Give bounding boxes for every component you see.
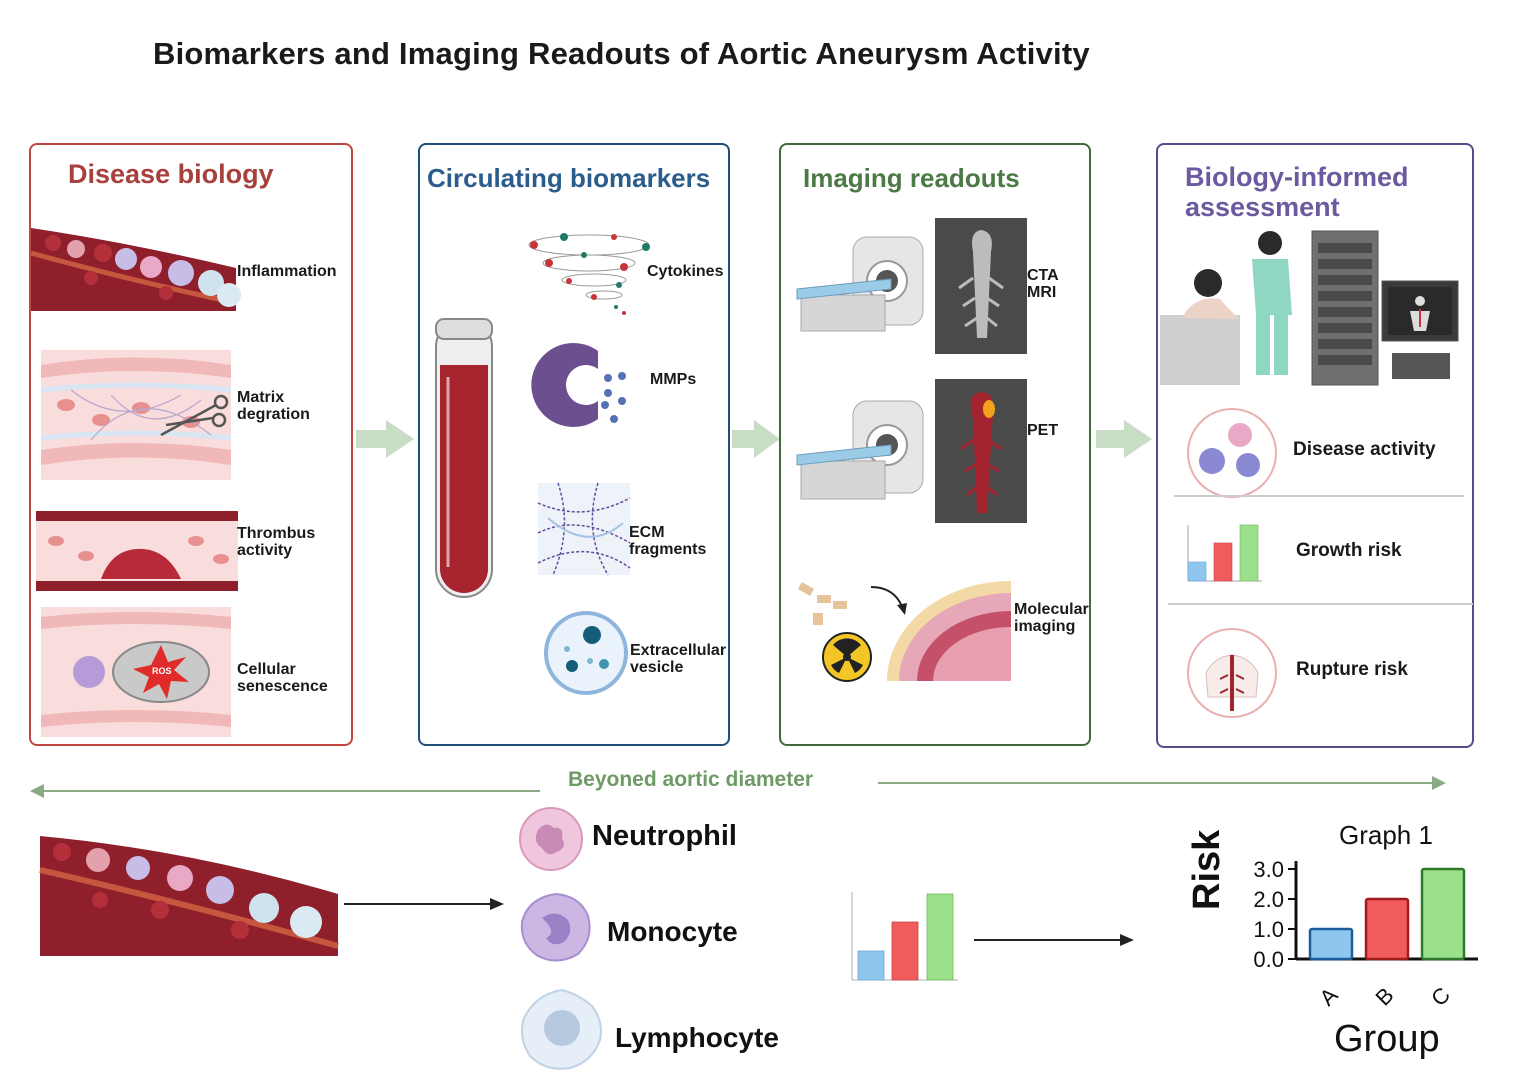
senescence-label-2: senescence: [237, 678, 328, 695]
chart-bar-b: [1364, 897, 1410, 961]
senescence-illustration: [41, 607, 231, 737]
chart-ylabel: Risk: [1186, 829, 1228, 910]
matrix-label-2: degration: [237, 406, 310, 423]
thrombus-label-2: activity: [237, 542, 293, 559]
circulating-biomarkers-panel: Circulating biomarkers Cytokines MMPs EC…: [418, 143, 730, 746]
mmps-icon: [531, 343, 626, 427]
page-title: Biomarkers and Imaging Readouts of Aorti…: [153, 36, 1090, 71]
molecular-label-1: Molecular: [1014, 601, 1089, 618]
chart-y-tick-label: 3.0: [1253, 857, 1284, 882]
ros-label: ROS: [152, 666, 172, 676]
disease-activity-icon: [1187, 408, 1277, 498]
flow-arrow-2: [732, 420, 780, 458]
vessel-wall-illustration: [887, 581, 1011, 681]
chart-bar-c: [1420, 867, 1466, 961]
chart-y-tick-label: 1.0: [1253, 917, 1284, 942]
disease-biology-panel: Disease biology Inflammation Matrix degr…: [29, 143, 353, 746]
ecm-label-2: fragments: [629, 541, 707, 558]
diameter-arrow-right: [878, 776, 1446, 790]
lymphocyte-icon: [521, 988, 602, 1070]
cta-label: CTA: [1027, 267, 1059, 284]
diameter-arrow-left: [30, 784, 540, 798]
bottom-vessel-illustration: [39, 836, 339, 956]
matrix-degradation-illustration: [40, 350, 232, 480]
chart-xlabel: Group: [1334, 1018, 1440, 1060]
imaging-readouts-panel: Imaging readouts CTA MRI PET: [779, 143, 1091, 746]
flow-arrow-3: [1096, 420, 1152, 458]
chart-ylabel-wrap: Risk: [1186, 830, 1238, 950]
disease-biology-title: Disease biology: [68, 159, 274, 189]
assessment-title-1: Biology-informed: [1185, 162, 1409, 192]
molecular-label-2: imaging: [1014, 618, 1076, 635]
clinician-scene-illustration: [1160, 230, 1459, 386]
curved-arrow-icon: [870, 586, 907, 615]
senescence-label-1: Cellular: [237, 661, 296, 678]
neutrophil-icon: [519, 807, 583, 871]
rupture-risk-icon: [1187, 628, 1277, 718]
mri-label: MRI: [1027, 284, 1057, 301]
growth-risk-label: Growth risk: [1296, 540, 1402, 561]
chart-y-tick-label: 2.0: [1253, 887, 1284, 912]
bottom-arrow-1: [344, 898, 504, 910]
ecm-label-1: ECM: [629, 524, 665, 541]
disease-activity-label: Disease activity: [1293, 439, 1436, 460]
small-bar-chart: [851, 892, 958, 981]
chart-bar-a: [1308, 927, 1354, 961]
flow-arrow-1: [356, 420, 414, 458]
ct-scanner-icon: [796, 236, 924, 332]
pet-label: PET: [1027, 422, 1059, 439]
divider-1: [1174, 495, 1464, 497]
inflammation-label: Inflammation: [237, 263, 337, 280]
chart-x-tick-label: A: [1314, 982, 1342, 1010]
cytokines-label: Cytokines: [647, 263, 724, 280]
cta-scan-image: [935, 218, 1027, 354]
thrombus-illustration: [36, 511, 238, 591]
extracellular-vesicle-icon: [544, 611, 628, 695]
chart-x-tick-label: C: [1426, 982, 1455, 1011]
ev-label-2: vesicle: [630, 659, 684, 676]
ecm-fragments-icon: [537, 482, 631, 576]
matrix-label-1: Matrix: [237, 389, 285, 406]
biomarkers-title: Circulating biomarkers: [427, 163, 711, 193]
neutrophil-label: Neutrophil: [592, 820, 737, 852]
thrombus-label-1: Thrombus: [237, 525, 316, 542]
growth-risk-mini-chart: [1187, 524, 1262, 582]
blood-tube-icon: [435, 318, 493, 598]
inflamed-vessel-illustration: [30, 228, 241, 311]
lymphocyte-label: Lymphocyte: [615, 1022, 779, 1053]
monocyte-label: Monocyte: [607, 916, 738, 947]
chart-y-tick-label: 0.0: [1253, 947, 1284, 972]
monocyte-icon: [520, 892, 591, 962]
imaging-title: Imaging readouts: [803, 163, 1020, 193]
biology-informed-assessment-panel: Biology-informed assessment Disease acti…: [1156, 143, 1474, 748]
radioactive-icon: [797, 582, 872, 682]
pet-scan-image: [935, 379, 1027, 523]
cytokines-icon: [528, 233, 650, 315]
chart-title: Graph 1: [1339, 820, 1433, 850]
chart-x-tick-label: B: [1370, 982, 1398, 1010]
ev-label-1: Extracellular: [630, 642, 727, 659]
bottom-arrow-2: [974, 934, 1134, 946]
diameter-label: Beyoned aortic diameter: [568, 768, 814, 791]
mmps-label: MMPs: [650, 371, 697, 388]
divider-2: [1168, 603, 1473, 605]
rupture-risk-label: Rupture risk: [1296, 659, 1408, 680]
assessment-title-2: assessment: [1185, 192, 1340, 222]
pet-scanner-icon: [796, 400, 924, 500]
